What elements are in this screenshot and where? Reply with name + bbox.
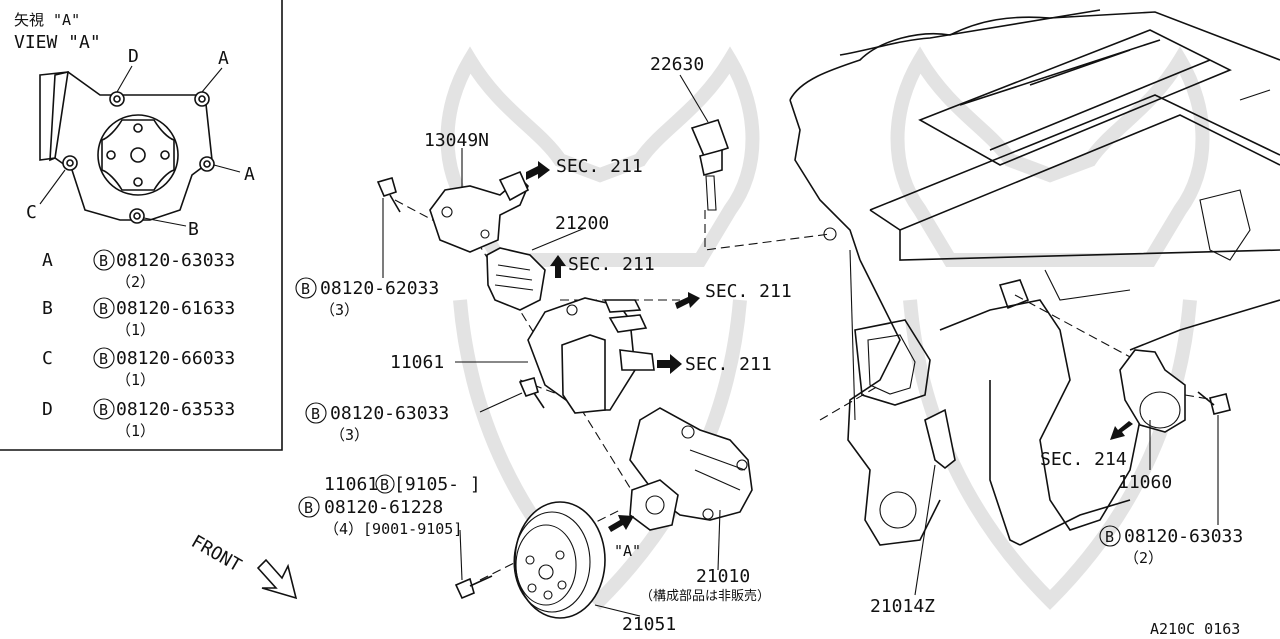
label-bolt-08120-63033: 08120-63033 bbox=[330, 403, 449, 424]
label-sec-214: SEC. 214 bbox=[1040, 449, 1127, 470]
bolt-symbol: B bbox=[301, 280, 310, 298]
label-21010: 21010 bbox=[696, 566, 750, 587]
legend-part: 08120-63033 bbox=[116, 250, 235, 271]
label-21200: 21200 bbox=[555, 213, 609, 234]
label-22630: 22630 bbox=[650, 54, 704, 75]
inset-point-d: D bbox=[128, 46, 139, 67]
label-bolt4-qty: （2） bbox=[1124, 549, 1163, 567]
arrows bbox=[256, 161, 1133, 600]
water-inlet bbox=[455, 297, 655, 414]
bolt-symbol: B bbox=[99, 300, 108, 318]
arrow-icon bbox=[550, 255, 566, 278]
label-21010-note: （構成部品は非販売） bbox=[640, 588, 770, 604]
legend-key: B bbox=[42, 298, 53, 319]
arrow-icon bbox=[608, 515, 634, 532]
legend-part: 08120-61633 bbox=[116, 298, 235, 319]
label-sec-211-a: SEC. 211 bbox=[556, 156, 643, 177]
gasket bbox=[914, 408, 956, 596]
bolt-symbol: B bbox=[304, 499, 313, 517]
bolt-symbol: B bbox=[311, 405, 320, 423]
inset-title-jp: 矢視 "A" bbox=[14, 11, 80, 29]
bolt-symbol: B bbox=[99, 252, 108, 270]
label-11061-b: 11061 bbox=[324, 474, 378, 495]
label-21014z: 21014Z bbox=[870, 596, 935, 617]
arrow-icon bbox=[657, 354, 682, 374]
bolt-symbol: B bbox=[99, 401, 108, 419]
inset-legend: A B 08120-63033 （2） B B 08120-61633 （1） … bbox=[42, 249, 235, 440]
pulley bbox=[513, 501, 641, 619]
label-sec-211-c: SEC. 211 bbox=[705, 281, 792, 302]
water-outlet bbox=[1119, 349, 1186, 470]
label-bolt-08120-63033-b: 08120-63033 bbox=[1124, 526, 1243, 547]
inset-point-a-right: A bbox=[244, 164, 255, 185]
bolts bbox=[376, 177, 1231, 600]
water-pump bbox=[629, 407, 753, 571]
bolt-symbol: B bbox=[99, 350, 108, 368]
label-sec-211-d: SEC. 211 bbox=[685, 354, 772, 375]
legend-part: 08120-66033 bbox=[116, 348, 235, 369]
arrow-icon bbox=[526, 161, 550, 180]
bolt-symbol: B bbox=[1105, 528, 1114, 546]
thermostat-housing bbox=[429, 148, 530, 253]
inset-view-a: 矢視 "A" VIEW "A" D A A C B A B 08120-6303… bbox=[0, 0, 283, 451]
label-bolt1-qty: （3） bbox=[320, 301, 359, 319]
label-bolt-08120-61228: 08120-61228 bbox=[324, 497, 443, 518]
legend-key: D bbox=[42, 399, 53, 420]
label-front: FRONT bbox=[188, 531, 246, 576]
label-sec-211-b: SEC. 211 bbox=[568, 254, 655, 275]
label-view-a: "A" bbox=[614, 542, 641, 560]
legend-qty: （2） bbox=[116, 273, 155, 291]
thermostat bbox=[486, 227, 586, 311]
inset-point-b: B bbox=[188, 219, 199, 240]
arrow-icon bbox=[1110, 421, 1133, 440]
legend-part: 08120-63533 bbox=[116, 399, 235, 420]
legend-qty: （1） bbox=[116, 422, 155, 440]
legend-key: C bbox=[42, 348, 53, 369]
front-arrow-icon bbox=[256, 558, 298, 600]
label-21051: 21051 bbox=[622, 614, 676, 635]
inset-point-a-top: A bbox=[218, 48, 229, 69]
inset-title-en: VIEW "A" bbox=[14, 32, 101, 53]
temp-sensor bbox=[679, 74, 730, 211]
arrow-icon bbox=[675, 292, 700, 309]
footer-code: A210C 0163 bbox=[1150, 620, 1240, 638]
inset-point-c: C bbox=[26, 202, 37, 223]
bolt-symbol: B bbox=[380, 476, 389, 494]
label-11060: 11060 bbox=[1118, 472, 1172, 493]
label-bolt2-qty: （3） bbox=[330, 426, 369, 444]
label-13049n: 13049N bbox=[424, 130, 489, 151]
label-bolt3-qty: （4）[9001-9105] bbox=[324, 520, 462, 538]
legend-qty: （1） bbox=[116, 321, 155, 339]
engine-block bbox=[789, 9, 1280, 546]
callout-labels: 22630 13049N SEC. 211 21200 SEC. 211 SEC… bbox=[188, 54, 1244, 638]
label-bolt3-range: [9105- ] bbox=[394, 474, 481, 495]
label-11061: 11061 bbox=[390, 352, 444, 373]
label-bolt-08120-62033: 08120-62033 bbox=[320, 278, 439, 299]
legend-qty: （1） bbox=[116, 371, 155, 389]
legend-key: A bbox=[42, 250, 53, 271]
